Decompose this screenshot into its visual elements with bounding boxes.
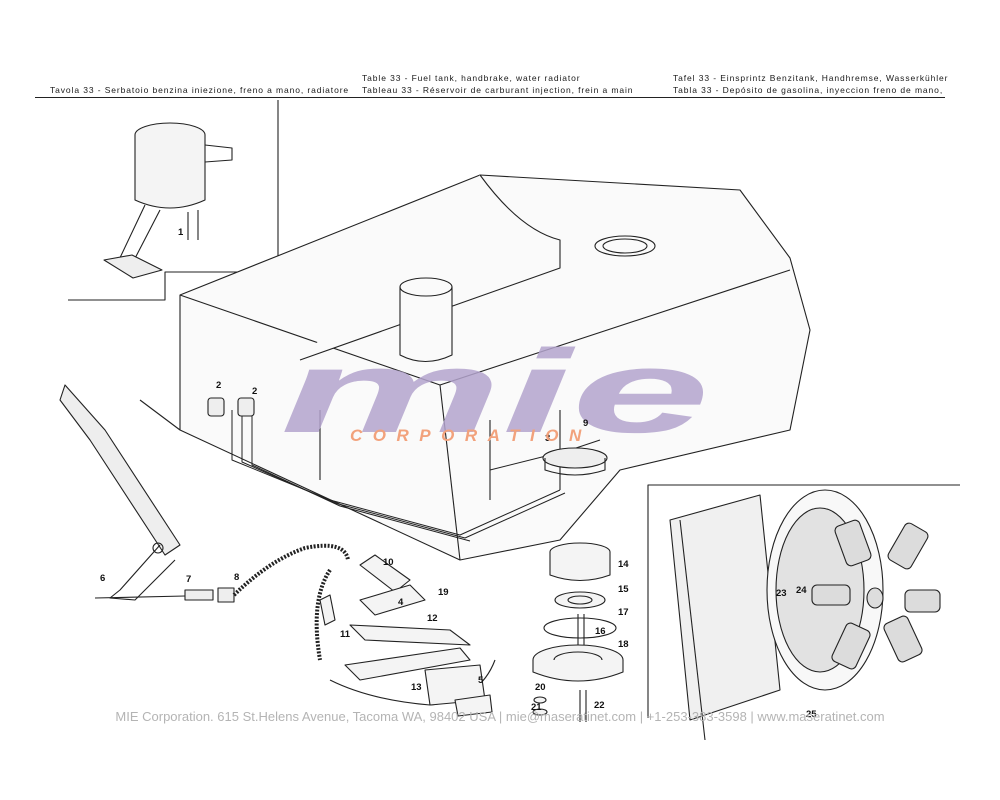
callout-23: 23 xyxy=(776,588,787,599)
handbrake-lever xyxy=(59,384,181,601)
watermark-logo: mie xyxy=(280,326,710,458)
callout-10: 10 xyxy=(383,557,394,568)
callout-4: 4 xyxy=(398,597,404,608)
callout-25: 25 xyxy=(806,709,817,720)
part-1-filter-canister xyxy=(103,122,233,279)
header-german: Tafel 33 - Einsprintz Benzitank, Handhre… xyxy=(673,73,949,83)
inset-frame-tank-part xyxy=(68,100,279,301)
radiator-and-fan xyxy=(669,489,941,741)
callout-2: 2 xyxy=(216,380,221,391)
callout-7: 7 xyxy=(186,574,191,585)
header-french: Tableau 33 - Réservoir de carburant inje… xyxy=(362,85,634,95)
callout-8: 8 xyxy=(234,572,239,583)
brake-brackets xyxy=(319,554,493,717)
callout-16: 16 xyxy=(595,626,606,637)
callout-19: 19 xyxy=(438,587,449,598)
inset-frame-radiator xyxy=(647,484,960,718)
header-english: Table 33 - Fuel tank, handbrake, water r… xyxy=(362,73,581,83)
callout-5: 5 xyxy=(478,675,484,686)
callout-14: 14 xyxy=(618,559,629,570)
callout-2: 2 xyxy=(252,386,257,397)
callout-17: 17 xyxy=(618,607,629,618)
part-3-sender xyxy=(542,447,608,476)
callout-18: 18 xyxy=(618,639,629,650)
callout-22: 22 xyxy=(594,700,605,711)
callout-3: 3 xyxy=(545,433,550,444)
header-spanish: Tabla 33 - Depósito de gasolina, inyecci… xyxy=(673,85,944,95)
callout-13: 13 xyxy=(411,682,422,693)
callout-1: 1 xyxy=(178,227,184,238)
fuel-tank-body xyxy=(139,174,811,561)
part-2-fittings xyxy=(207,397,255,417)
callout-12: 12 xyxy=(427,613,438,624)
callout-15: 15 xyxy=(618,584,629,595)
callout-21: 21 xyxy=(531,702,542,713)
watermark-subtitle: CORPORATION xyxy=(350,426,592,445)
callout-24: 24 xyxy=(796,585,807,596)
footer-contact: MIE Corporation. 615 St.Helens Avenue, T… xyxy=(115,709,885,724)
fuel-pump-assembly xyxy=(532,542,624,722)
callout-11: 11 xyxy=(340,629,351,640)
callout-6: 6 xyxy=(100,573,105,584)
callout-20: 20 xyxy=(535,682,546,693)
header-italian: Tavola 33 - Serbatoio benzina iniezione,… xyxy=(50,85,350,95)
header-rule xyxy=(35,97,945,98)
callout-9: 9 xyxy=(583,418,588,429)
